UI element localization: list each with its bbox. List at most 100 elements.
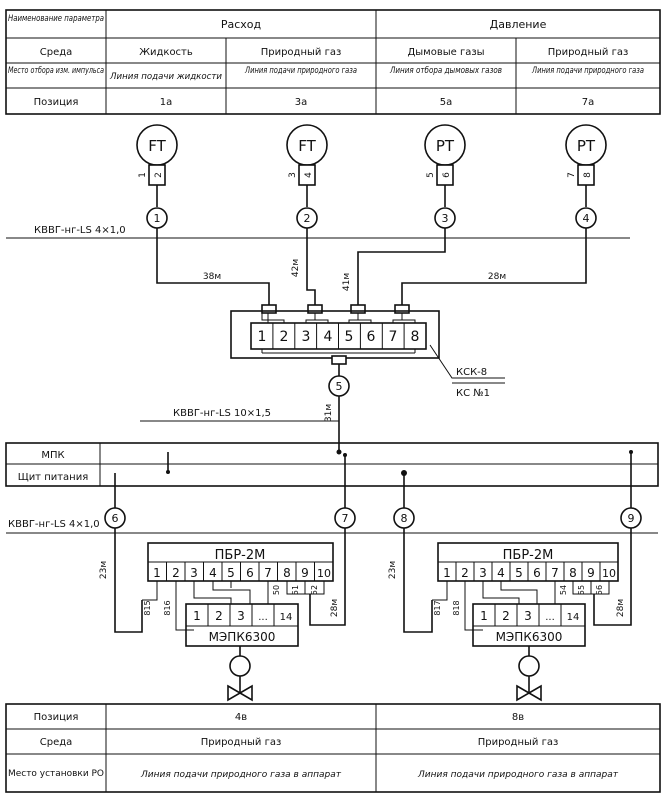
wire-label: 56 [595, 585, 604, 595]
cable-length-4: 28м [488, 272, 506, 282]
cable-length-9: 28м [616, 599, 626, 617]
box-terminal-4: 4 [324, 329, 333, 345]
wire-label: 816 [163, 600, 172, 615]
top-cell-point-3: Линия отбора дымовых газов [389, 66, 502, 76]
top-cell-point-4: Линия подачи природного газа [531, 66, 644, 76]
instrument-4: PT 8 7 [565, 124, 607, 186]
top-cell-medium-3: Дымовые газы [407, 47, 484, 58]
cable-label-lower: КВВГ-нг-LS 4×1,0 [8, 519, 100, 530]
cable-glands [261, 304, 410, 314]
cable-label-middle: КВВГ-нг-LS 10×1,5 [173, 408, 271, 419]
bottom-cell-position-2: 8в [512, 712, 524, 723]
mepk-terminal: 3 [237, 609, 245, 623]
instrument-terminal: 1 [138, 172, 148, 178]
bottom-table-frame [5, 703, 661, 793]
pbr-terminal: 8 [569, 566, 577, 580]
instrument-terminal: 4 [304, 172, 314, 178]
wire-label: 815 [143, 600, 152, 615]
bottom-table: Позиция Среда Место установки РО 4в 8в П… [5, 703, 661, 793]
pbr-terminal: 10 [602, 567, 616, 580]
pbr-terminal: 9 [301, 566, 309, 580]
top-cell-medium-2: Природный газ [261, 47, 342, 58]
mepk-terminal: ... [545, 612, 555, 623]
cable-length-1: 38м [203, 272, 221, 282]
bottom-cell-position-1: 4в [235, 712, 247, 723]
pbr-terminal: 7 [264, 566, 272, 580]
cable-length-3: 41м [342, 273, 352, 291]
cable-length-2: 42м [291, 259, 301, 277]
instrument-terminal: 7 [567, 172, 577, 178]
cable-length-5: 31м [324, 404, 334, 422]
cable-number: 1 [154, 212, 161, 225]
pbr-terminal: 2 [172, 566, 180, 580]
bottom-cell-place-2: Линия подачи природного газа в аппарат [417, 770, 619, 780]
mepk-terminal: 2 [215, 609, 223, 623]
instrument-terminal: 8 [583, 172, 593, 178]
cable-number: 6 [112, 512, 119, 525]
cable-number: 5 [336, 380, 343, 393]
mepk-terminal: 1 [480, 609, 488, 623]
top-cell-point-2: Линия подачи природного газа [244, 66, 357, 76]
pbr-terminal: 4 [209, 566, 217, 580]
cable-number: 2 [304, 212, 311, 225]
bottom-row-medium: Среда [40, 737, 73, 748]
top-table-row-medium: Среда [40, 47, 73, 58]
top-table-header-flow: Расход [221, 18, 262, 31]
top-table-row-point: Место отбора изм. импульса [8, 66, 104, 76]
top-table: Наименование параметра Расход Давление С… [5, 9, 661, 115]
box-terminal-1: 1 [258, 329, 267, 345]
wire-label: 50 [272, 585, 281, 595]
mepk-title: МЭПК6300 [496, 630, 563, 644]
pbr-title: ПБР-2М [215, 548, 266, 563]
pbr-terminal: 5 [515, 566, 523, 580]
wire-label: 55 [577, 585, 586, 595]
wire-label: 52 [310, 585, 319, 595]
instrument-terminal: 2 [154, 172, 164, 178]
pbr-terminal: 7 [551, 566, 559, 580]
pbr-right: ПБР-2М 1 2 3 4 5 6 7 8 9 10 [437, 542, 619, 582]
box-number: КС №1 [456, 388, 490, 399]
instrument-tag: PT [577, 137, 596, 155]
instrument-2: FT 4 3 [286, 124, 328, 186]
box-name: КСК-8 [456, 367, 487, 378]
row-psu: Щит питания [18, 472, 88, 483]
top-cell-medium-1: Жидкость [139, 47, 193, 58]
cable-label-upper: КВВГ-нг-LS 4×1,0 [34, 225, 126, 236]
cable-length-8: 23м [388, 561, 398, 579]
box-terminal-6: 6 [367, 329, 376, 345]
cable-number: 7 [342, 512, 349, 525]
bottom-row-place: Место установки РО [8, 769, 104, 779]
valve-icon [227, 684, 253, 702]
pbr-terminal: 8 [283, 566, 291, 580]
wire-label: 51 [291, 585, 300, 595]
actuator-circle-icon [229, 655, 251, 677]
bottom-row-position: Позиция [34, 712, 79, 723]
instrument-terminal: 6 [442, 172, 452, 178]
pbr-title: ПБР-2М [503, 548, 554, 563]
row-mpk: МПК [41, 450, 64, 461]
cable-length-7: 28м [330, 599, 340, 617]
instrument-1: FT 2 1 [136, 124, 178, 186]
top-table-header-pressure: Давление [490, 18, 547, 31]
wire-label: 54 [559, 585, 568, 595]
instrument-3: PT 6 5 [424, 124, 466, 186]
instrument-tag: PT [436, 137, 455, 155]
mepk-terminal: 2 [502, 609, 510, 623]
cable-number: 9 [628, 512, 635, 525]
wire-label: 818 [452, 600, 461, 615]
actuator-circle-icon [518, 655, 540, 677]
bottom-cell-medium-1: Природный газ [201, 737, 282, 748]
box-terminal-2: 2 [280, 329, 289, 345]
box-terminal-8: 8 [411, 329, 420, 345]
top-table-frame [5, 9, 661, 115]
cable-number: 8 [401, 512, 408, 525]
top-cell-medium-4: Природный газ [548, 47, 629, 58]
box-terminal-3: 3 [302, 329, 311, 345]
wire-label: 817 [433, 600, 442, 615]
pbr-terminal: 6 [246, 566, 254, 580]
top-cell-position-2: 3а [295, 97, 308, 108]
pbr-terminal: 5 [227, 566, 235, 580]
bottom-cell-place-1: Линия подачи природного газа в аппарат [140, 770, 342, 780]
pbr-terminal: 9 [587, 566, 595, 580]
